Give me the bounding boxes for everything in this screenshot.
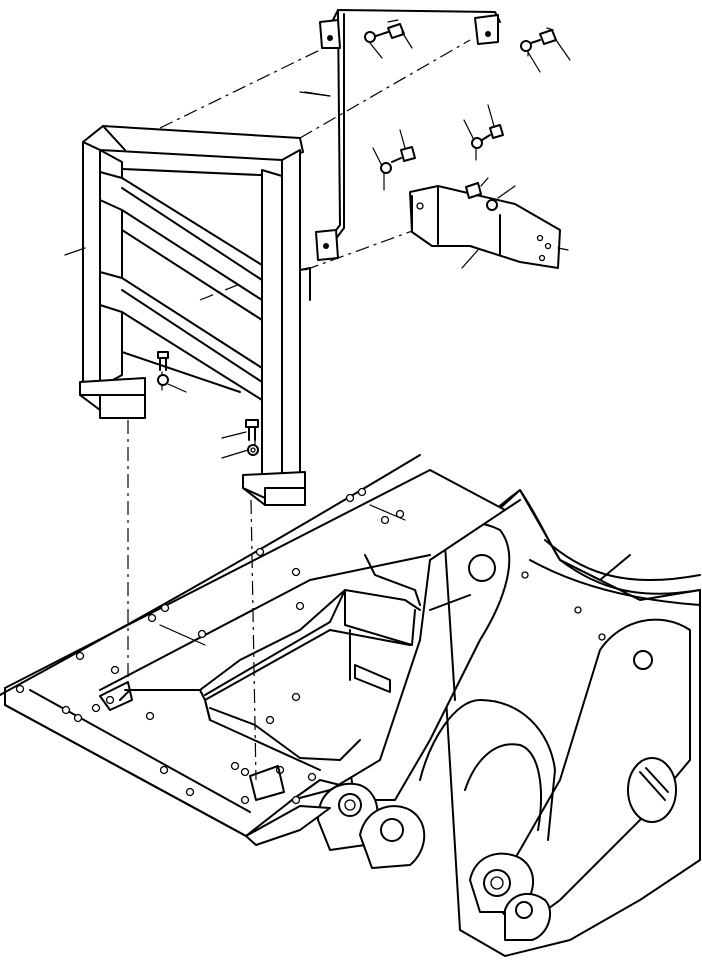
support-rod: [299, 9, 501, 261]
platform-deck: [0, 454, 521, 846]
leader-lines: [64, 19, 571, 459]
mounting-bracket: [409, 185, 569, 269]
boom-mount: [317, 489, 701, 957]
handrail-frame: [79, 125, 311, 506]
